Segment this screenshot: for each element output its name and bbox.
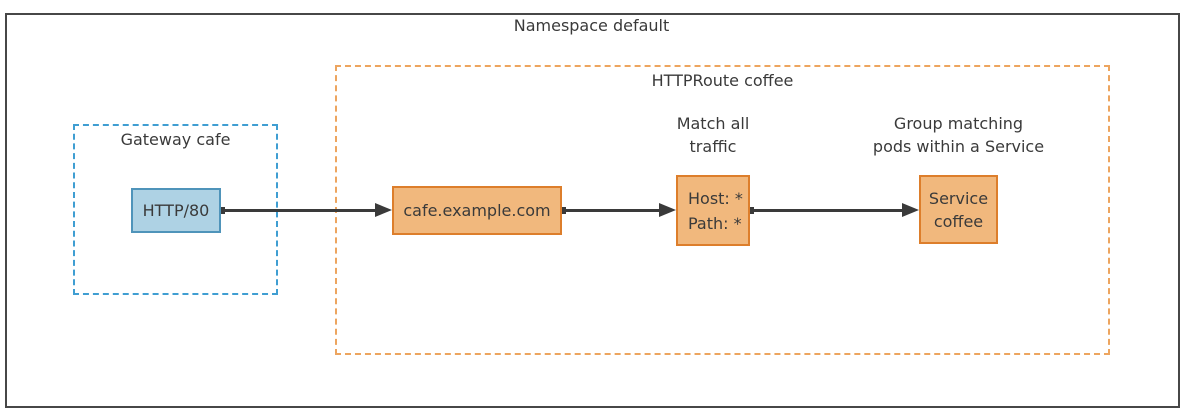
- arrow-shaft: [566, 208, 659, 212]
- arrowhead-icon: [902, 203, 919, 217]
- backend-annotation-line2: pods within a Service: [872, 137, 1045, 156]
- namespace-boundary: [5, 13, 1180, 408]
- path-rule-label: Path: *: [688, 213, 742, 233]
- gateway-listener-label: HTTP/80: [142, 201, 210, 220]
- arrow-listener-to-hostname: [221, 203, 392, 217]
- arrowhead-icon: [659, 203, 676, 217]
- arrow-tail: [750, 206, 754, 214]
- arrow-match-to-service: [750, 203, 919, 217]
- match-annotation: Match all traffic: [633, 112, 793, 158]
- service-label-line2: coffee: [933, 211, 984, 231]
- match-rules-node: Host: * Path: *: [676, 175, 750, 246]
- arrow-tail: [562, 206, 566, 214]
- host-rule-label: Host: *: [688, 188, 743, 208]
- match-annotation-line1: Match all: [676, 114, 750, 133]
- backend-annotation: Group matching pods within a Service: [853, 112, 1064, 158]
- arrow-hostname-to-match: [562, 203, 676, 217]
- hostname-node: cafe.example.com: [392, 186, 562, 235]
- service-node: Service coffee: [919, 175, 998, 244]
- httproute-title: HTTPRoute coffee: [651, 71, 794, 90]
- arrow-tail: [221, 206, 225, 214]
- arrowhead-icon: [375, 203, 392, 217]
- match-annotation-line2: traffic: [689, 137, 737, 156]
- service-label-line1: Service: [928, 188, 989, 208]
- hostname-label: cafe.example.com: [403, 201, 551, 220]
- namespace-title: Namespace default: [513, 16, 670, 35]
- backend-annotation-line1: Group matching: [893, 114, 1024, 133]
- arrow-shaft: [754, 208, 902, 212]
- gateway-title: Gateway cafe: [120, 130, 231, 149]
- arrow-shaft: [225, 208, 375, 212]
- gateway-listener-node: HTTP/80: [131, 188, 221, 233]
